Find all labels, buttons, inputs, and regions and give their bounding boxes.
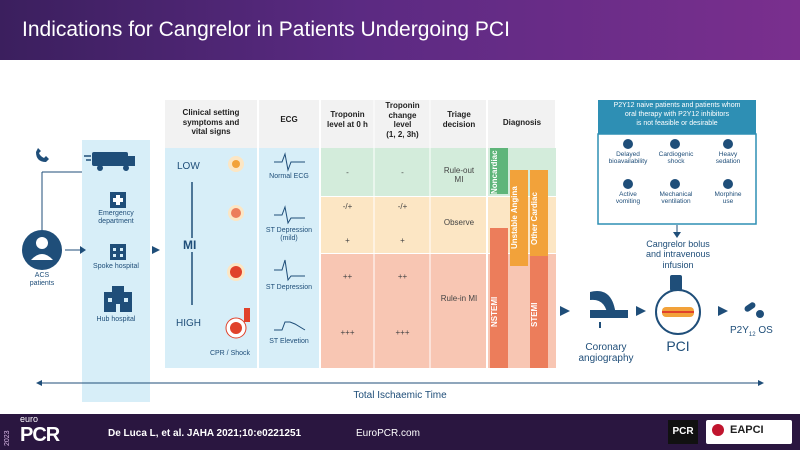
scale-high: HIGH: [176, 318, 201, 329]
p2y12-header-box: [598, 100, 756, 134]
ecg-st-elevation: [274, 321, 306, 331]
patient-circle: [22, 230, 62, 270]
clinical-last-label: CPR / Shock: [209, 350, 251, 357]
pci-label: PCI: [666, 338, 690, 354]
header-trop-change: Troponin change level (1, 2, 3h): [385, 101, 420, 139]
footer-site[interactable]: EuroPCR.com: [356, 428, 420, 439]
p2y12-title: P2Y12 naive patients and patients whom o…: [613, 102, 741, 127]
coronary-label: Coronary angiography: [578, 342, 634, 364]
diag-stemi: STEMI: [530, 302, 539, 328]
trop0-4: +++: [340, 328, 355, 337]
tropc-3: ++: [397, 272, 408, 281]
triage-0: Rule-out MI: [443, 166, 475, 184]
stemi-bar: [530, 256, 548, 368]
diag-nstemi: NSTEMI: [490, 296, 499, 328]
ecg-label-0: Normal ECG: [269, 173, 309, 180]
other-cardiac-bar: [530, 170, 548, 266]
pills-icon: [744, 302, 756, 312]
diag-noncardiac: Noncardiac: [490, 150, 499, 194]
hub-label: Hub hospital: [96, 316, 136, 323]
rule-in-band: [321, 254, 487, 368]
trop0-3: ++: [342, 272, 353, 281]
ecg-st-depression: [274, 259, 305, 282]
bolus-label: Cangrelor bolus and intravenous infusion: [645, 239, 711, 270]
footer-logo-pcr: PCR: [668, 420, 698, 444]
tropc-1: -/+: [397, 202, 408, 211]
hospital-column-bg: [82, 140, 150, 402]
p2y12-item-3: Active vomiting: [615, 191, 641, 205]
diag-other-cardiac: Other Cardiac: [530, 192, 539, 246]
p2y12-item-2: Heavy sedation: [715, 151, 741, 165]
ecg-label-1: ST Depression (mild): [265, 227, 313, 243]
p2y12-item-5: Morphine use: [714, 191, 742, 205]
p2y12-body-box: [597, 133, 757, 225]
triage-1: Observe: [443, 218, 475, 227]
ecg-st-depression-mild: [274, 205, 305, 225]
emergency-label: Emergency department: [98, 210, 134, 226]
header-triage: Triage decision: [442, 110, 476, 129]
tropc-4: +++: [395, 328, 410, 337]
unstable-angina-bar: [510, 170, 528, 266]
tropc-2: +: [400, 236, 405, 245]
header-clinical: Clinical setting symptoms and vital sign…: [182, 108, 240, 137]
tropc-0: -: [401, 168, 404, 177]
ecg-column-bg: [259, 148, 319, 368]
p2y12-item-1: Cardiogenic shock: [658, 151, 694, 165]
observe-band: [321, 197, 487, 253]
noncardiac-bar: [490, 148, 508, 194]
trop0-1: -/+: [342, 202, 353, 211]
diagram-canvas: [22, 100, 764, 402]
p2y12-os-label: P2Y12 OS: [730, 325, 773, 338]
footer-brand: PCR: [20, 424, 60, 446]
ambulance-icon: [92, 152, 128, 166]
ecg-label-3: ST Elevetion: [269, 338, 309, 345]
footer-bar: [0, 414, 800, 450]
header-trop0: Troponin level at 0 h: [327, 110, 368, 129]
ecg-label-2: ST Depression: [265, 284, 313, 291]
table-header-bg: [165, 100, 555, 148]
scale-low: LOW: [177, 161, 200, 172]
p2y12-item-4: Mechanical ventilation: [659, 191, 693, 205]
title-bar: [0, 0, 800, 60]
footer-citation: De Luca L, et al. JAHA 2021;10:e0221251: [108, 428, 302, 439]
page-title: Indications for Cangrelor in Patients Un…: [22, 18, 510, 41]
hub-hospital-icon: [104, 292, 132, 312]
spoke-hospital-icon: [110, 244, 126, 260]
ecg-normal: [274, 152, 305, 172]
nstemi-bar: [490, 228, 508, 368]
rule-out-band: [321, 148, 487, 196]
eapci-heart-icon: [712, 424, 724, 436]
footer-logo-eapci: EAPCI: [730, 424, 764, 436]
phone-icon: [36, 148, 49, 162]
time-label: Total Ischaemic Time: [353, 390, 447, 401]
trop0-0: -: [346, 168, 349, 177]
header-diagnosis: Diagnosis: [502, 118, 542, 127]
footer-year: 2023: [4, 430, 11, 446]
diag-unstable-angina: Unstable Angina: [510, 186, 519, 250]
p2y12-item-0: Delayed bioavailability: [608, 151, 648, 165]
spoke-label: Spoke hospital: [93, 263, 139, 270]
header-ecg: ECG: [280, 115, 298, 124]
acs-patients-label: ACS patients: [29, 272, 55, 288]
triage-2: Rule-in MI: [440, 294, 478, 303]
infusion-bag-icon: [670, 275, 682, 291]
footer-brand-top: euro: [20, 414, 39, 424]
scale-mi: MI: [181, 238, 199, 252]
trop0-2: +: [345, 236, 350, 245]
